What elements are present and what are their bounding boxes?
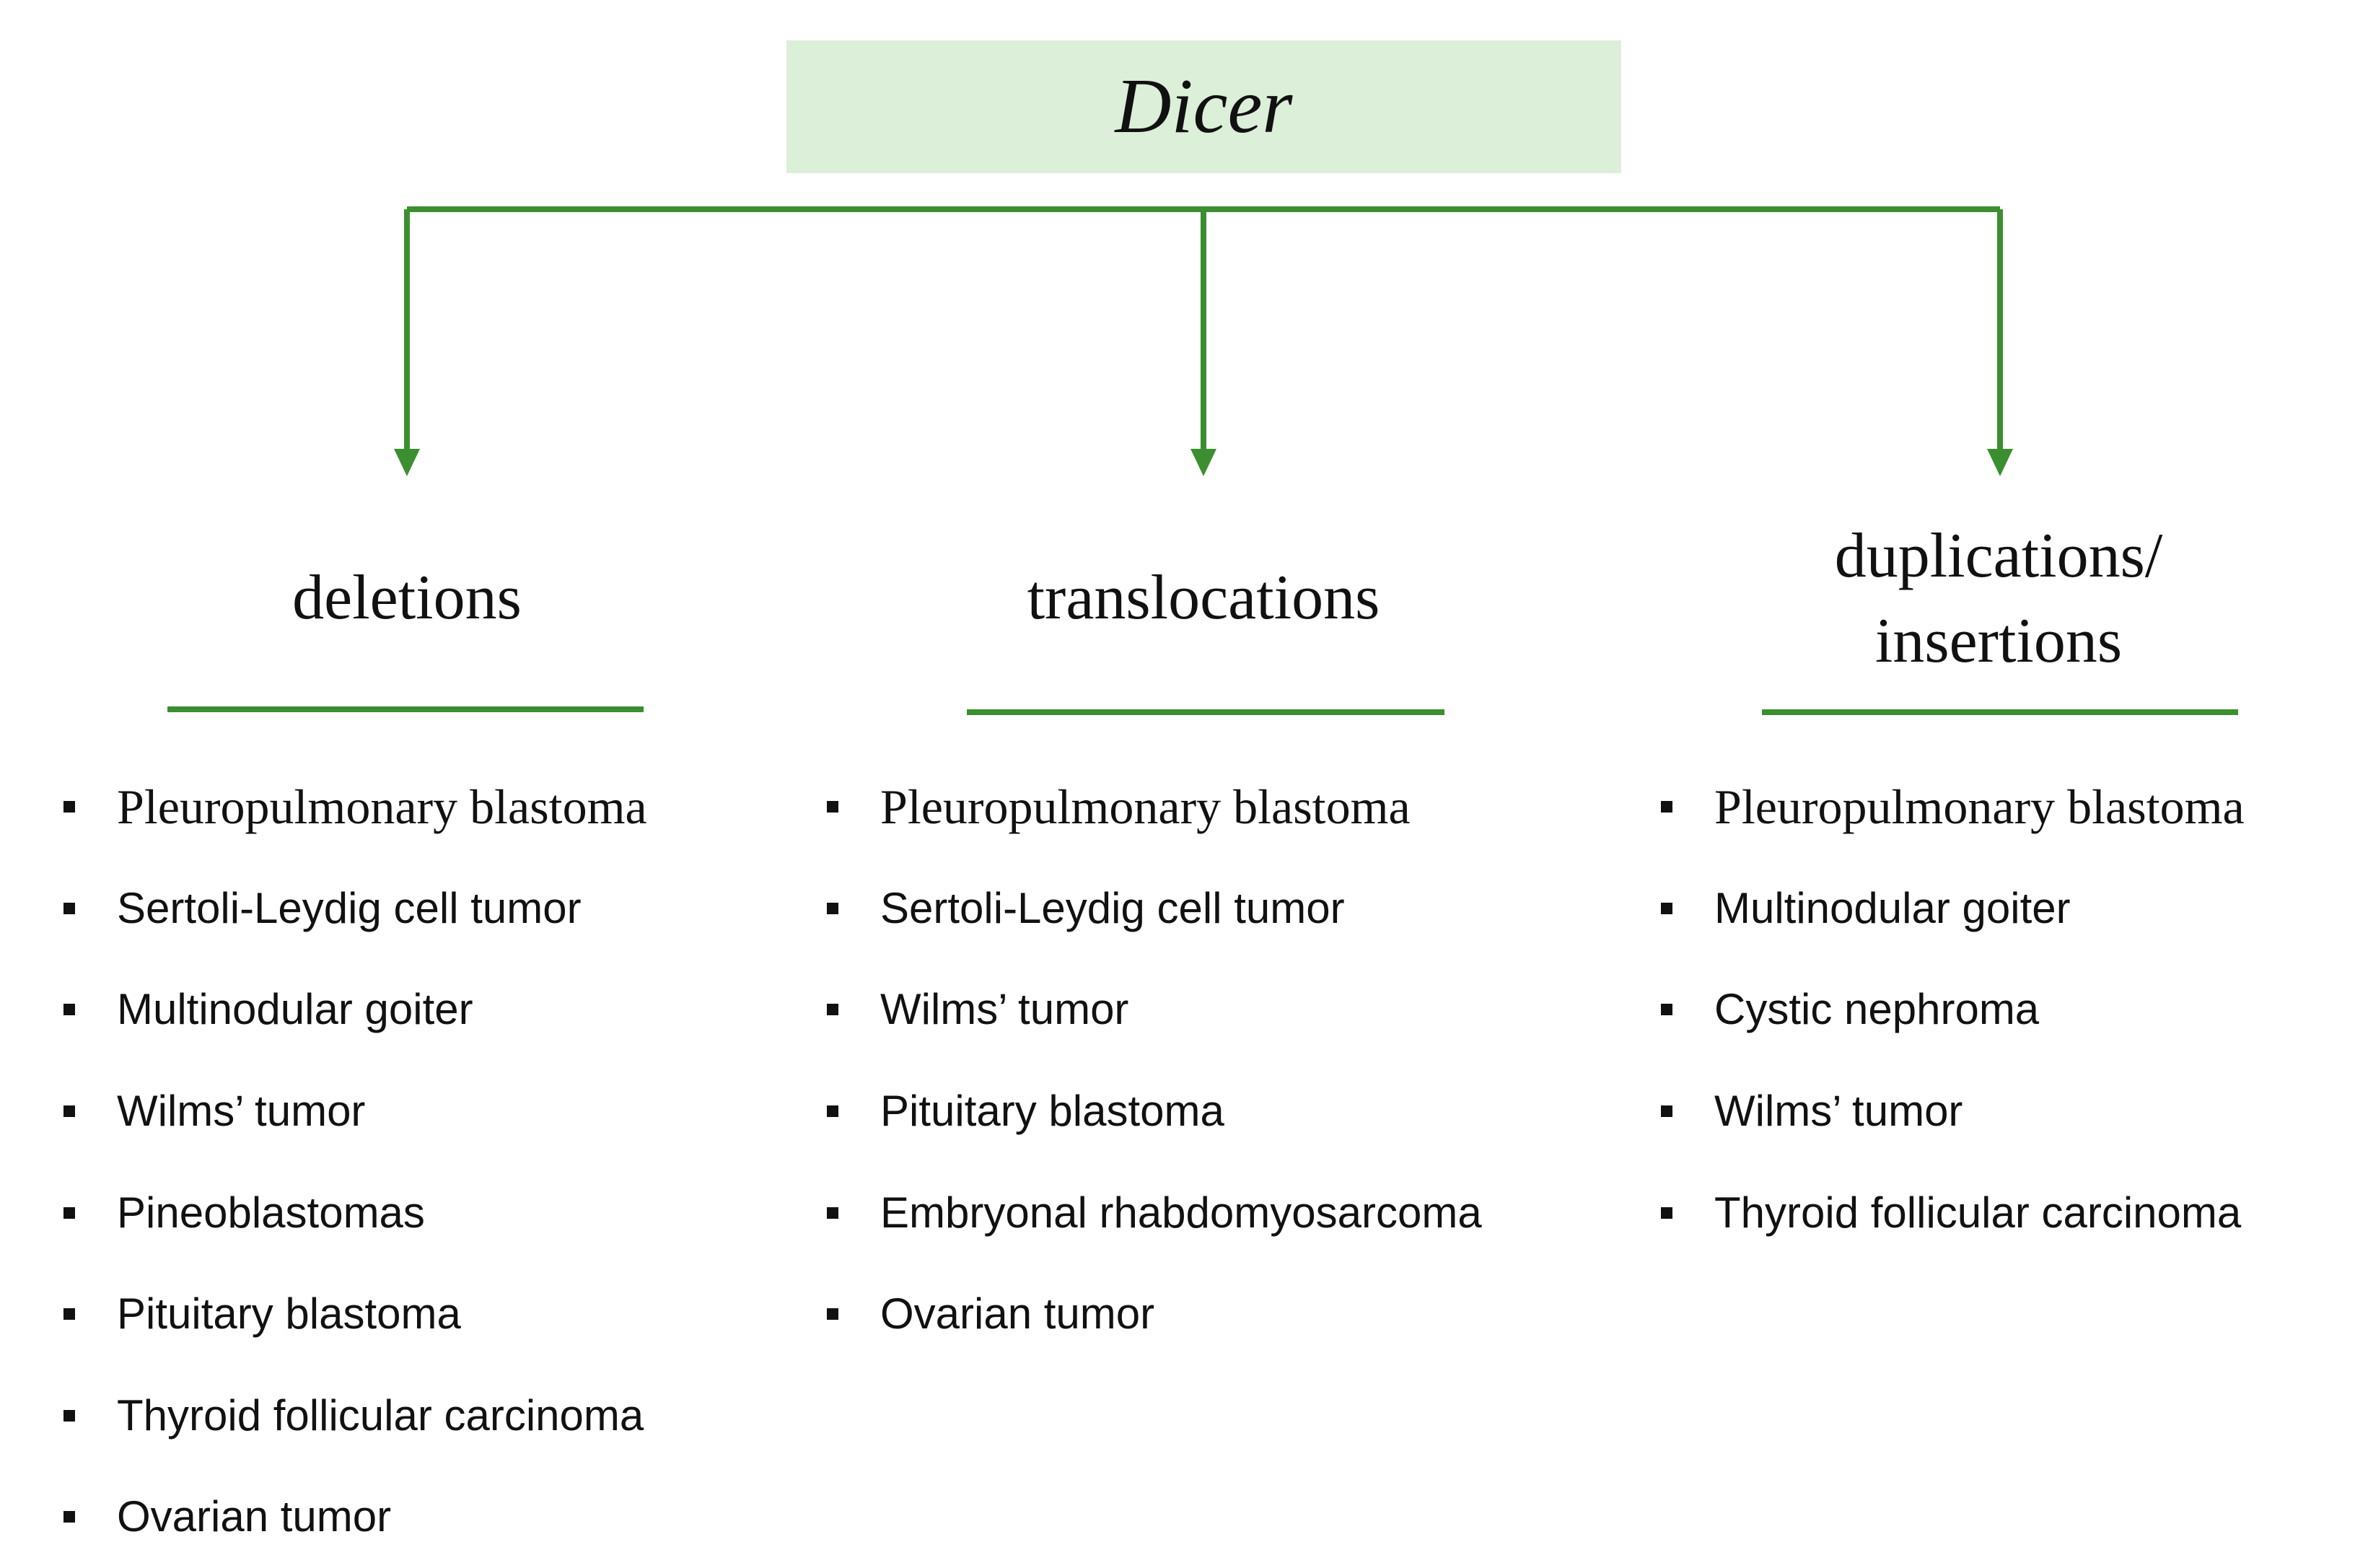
arrowhead-duplications	[1987, 449, 2013, 476]
bullet-icon	[827, 1206, 838, 1219]
bullet-icon	[827, 1105, 838, 1118]
list-item: Thyroid follicular carcinoma	[63, 1365, 647, 1467]
item-text: Pineoblastomas	[117, 1188, 425, 1237]
list-item: Multinodular goiter	[63, 959, 647, 1061]
item-text: Wilms’ tumor	[1714, 1087, 1963, 1136]
list-item: Cystic nephroma	[1661, 959, 2245, 1061]
item-text: Embryonal rhabdomyosarcoma	[880, 1188, 1482, 1237]
branch-title-line: deletions	[292, 563, 522, 633]
item-list-translocations: Pleuropulmonary blastoma Sertoli-Leydig …	[827, 756, 1482, 1365]
branch-underline-translocations	[967, 709, 1444, 715]
item-text: Cystic nephroma	[1714, 985, 2040, 1034]
branch-title-deletions: deletions	[169, 556, 645, 641]
bullet-icon	[63, 1511, 75, 1523]
list-item: Pituitary blastoma	[63, 1263, 647, 1365]
item-text: Pleuropulmonary blastoma	[880, 779, 1411, 835]
bullet-icon	[1661, 1206, 1672, 1219]
item-text: Multinodular goiter	[117, 985, 473, 1034]
arrowhead-translocations	[1190, 449, 1216, 476]
branch-title-line: duplications/	[1834, 521, 2163, 591]
bullet-icon	[63, 1206, 75, 1219]
item-text: Sertoli-Leydig cell tumor	[117, 883, 582, 932]
list-item: Wilms’ tumor	[1661, 1061, 2245, 1162]
list-item: Sertoli-Leydig cell tumor	[63, 858, 647, 960]
list-item: Embryonal rhabdomyosarcoma	[827, 1162, 1482, 1263]
root-node-label: Dicer	[1115, 63, 1293, 149]
list-item: Pleuropulmonary blastoma	[63, 756, 647, 858]
item-text: Pleuropulmonary blastoma	[1714, 779, 2245, 835]
item-text: Sertoli-Leydig cell tumor	[880, 883, 1345, 932]
bullet-icon	[63, 1105, 75, 1118]
item-text: Thyroid follicular carcinoma	[1714, 1188, 2242, 1237]
list-item: Pituitary blastoma	[827, 1061, 1482, 1162]
bullet-icon	[827, 902, 838, 914]
branch-title-line: insertions	[1874, 606, 2123, 676]
item-text: Pituitary blastoma	[880, 1087, 1224, 1136]
item-text: Pleuropulmonary blastoma	[117, 779, 647, 835]
bullet-icon	[827, 801, 838, 813]
arrowhead-deletions	[394, 449, 420, 476]
item-list-deletions: Pleuropulmonary blastoma Sertoli-Leydig …	[63, 756, 647, 1568]
bullet-icon	[827, 1004, 838, 1016]
bullet-icon	[827, 1308, 838, 1320]
list-item: Ovarian tumor	[827, 1263, 1482, 1365]
branch-underline-deletions	[167, 706, 644, 712]
branch-title-line: translocations	[1027, 563, 1380, 633]
list-item: Multinodular goiter	[1661, 858, 2245, 960]
bullet-icon	[63, 801, 75, 813]
bullet-icon	[63, 1004, 75, 1016]
item-text: Wilms’ tumor	[117, 1087, 366, 1136]
branch-title-translocations: translocations	[965, 556, 1442, 641]
bullet-icon	[63, 902, 75, 914]
item-text: Thyroid follicular carcinoma	[117, 1390, 644, 1440]
branch-underline-duplications-insertions	[1762, 709, 2238, 715]
bullet-icon	[63, 1409, 75, 1422]
item-text: Ovarian tumor	[880, 1289, 1155, 1339]
item-text: Wilms’ tumor	[880, 985, 1129, 1034]
branch-title-duplications-insertions: duplications/ insertions	[1760, 514, 2237, 684]
bullet-icon	[63, 1308, 75, 1320]
list-item: Thyroid follicular carcinoma	[1661, 1162, 2245, 1263]
list-item: Wilms’ tumor	[63, 1061, 647, 1162]
item-text: Pituitary blastoma	[117, 1289, 461, 1339]
list-item: Wilms’ tumor	[827, 959, 1482, 1061]
item-text: Ovarian tumor	[117, 1492, 392, 1541]
root-node-box: Dicer	[786, 40, 1621, 173]
list-item: Sertoli-Leydig cell tumor	[827, 858, 1482, 960]
list-item: Pleuropulmonary blastoma	[1661, 756, 2245, 858]
bullet-icon	[1661, 1105, 1672, 1118]
item-list-duplications-insertions: Pleuropulmonary blastoma Multinodular go…	[1661, 756, 2245, 1263]
bullet-icon	[1661, 902, 1672, 914]
item-text: Multinodular goiter	[1714, 883, 2071, 932]
list-item: Ovarian tumor	[63, 1466, 647, 1568]
bullet-icon	[1661, 801, 1672, 813]
list-item: Pineoblastomas	[63, 1162, 647, 1263]
bullet-icon	[1661, 1004, 1672, 1016]
list-item: Pleuropulmonary blastoma	[827, 756, 1482, 858]
